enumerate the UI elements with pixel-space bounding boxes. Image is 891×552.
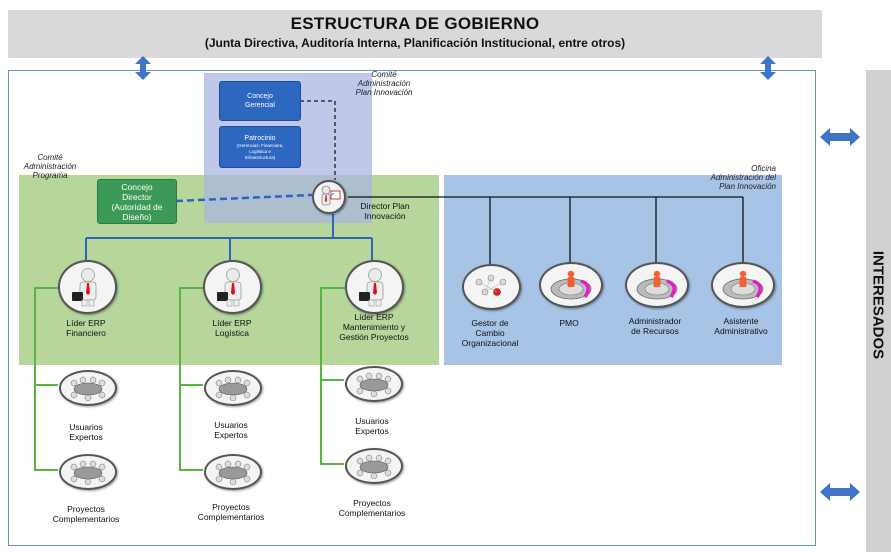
meeting-table-icon — [356, 372, 392, 397]
office-committee-label: Oficina Administración del Plan Innovaci… — [710, 164, 776, 191]
meeting-table-icon — [215, 460, 251, 485]
program-committee-label: Comité Administración Programa — [23, 153, 77, 180]
management-council-box: Concejo Gerencial — [219, 81, 301, 121]
experts-team-node-1 — [59, 370, 117, 406]
businessman-icon — [71, 268, 96, 307]
experts-team-node-2 — [204, 370, 262, 406]
experts-label-3: Usuarios Expertos — [355, 416, 389, 436]
meeting-table-icon — [215, 376, 251, 401]
presenter-icon — [321, 185, 341, 206]
pmo-node — [539, 262, 603, 308]
governance-banner: ESTRUCTURA DE GOBIERNO (Junta Directiva,… — [8, 10, 822, 58]
projects-label-3: Proyectos Complementarios — [338, 498, 406, 518]
projects-team-node-1 — [59, 454, 117, 490]
projects-label-1: Proyectos Complementarios — [52, 504, 120, 524]
projects-team-node-3 — [345, 448, 403, 484]
director-council-box: Concejo Director (Autoridad de Diseño) — [97, 179, 177, 224]
governance-title: ESTRUCTURA DE GOBIERNO — [290, 14, 540, 33]
projects-team-node-2 — [204, 454, 262, 490]
businessman-icon — [216, 268, 241, 307]
admin-assistant-label: Asistente Administrativo — [714, 316, 768, 336]
businessman-icon — [358, 268, 383, 307]
stakeholders-bar — [866, 70, 891, 552]
target-person-icon — [550, 270, 592, 300]
pmo-label: PMO — [559, 318, 579, 328]
experts-label-2: Usuarios Expertos — [214, 420, 248, 440]
change-manager-label: Gestor de Cambio Organizacional — [461, 318, 519, 348]
organization-frame — [8, 70, 816, 546]
change-manager-node — [462, 264, 521, 310]
director-node — [312, 180, 346, 214]
resource-admin-node — [625, 262, 689, 308]
innovation-committee-label: Comité Administración Plan Innovación — [355, 70, 413, 97]
leader-node-logistics — [203, 260, 262, 314]
meeting-table-icon — [356, 454, 392, 479]
leader-label-financial: Líder ERP Financiero — [66, 318, 106, 338]
governance-subtitle: (Junta Directiva, Auditoría Interna, Pla… — [204, 36, 626, 50]
leader-label-maintenance: Líder ERP Mantenimiento y Gestión Proyec… — [339, 312, 409, 342]
sponsorship-box: Patrocinio (Gerencias: Financiera, Logís… — [219, 126, 301, 168]
people-network-icon — [475, 274, 506, 296]
experts-label-1: Usuarios Expertos — [69, 422, 103, 442]
target-person-icon — [636, 270, 678, 300]
leader-node-maintenance — [345, 260, 404, 314]
resource-admin-label: Administrador de Recursos — [628, 316, 682, 336]
leader-label-logistics: Líder ERP Logística — [212, 318, 252, 338]
governance-arrow-right — [760, 56, 776, 80]
leader-node-financial — [58, 260, 117, 314]
meeting-table-icon — [70, 460, 106, 485]
stakeholders-arrow-top — [820, 128, 860, 146]
governance-arrow-left — [135, 56, 151, 80]
admin-assistant-node — [711, 262, 775, 308]
projects-label-2: Proyectos Complementarios — [197, 502, 265, 522]
experts-team-node-3 — [345, 366, 403, 402]
director-label: Director Plan Innovación — [360, 201, 410, 221]
target-person-icon — [722, 270, 764, 300]
stakeholders-arrow-bottom — [820, 483, 860, 501]
meeting-table-icon — [70, 376, 106, 401]
